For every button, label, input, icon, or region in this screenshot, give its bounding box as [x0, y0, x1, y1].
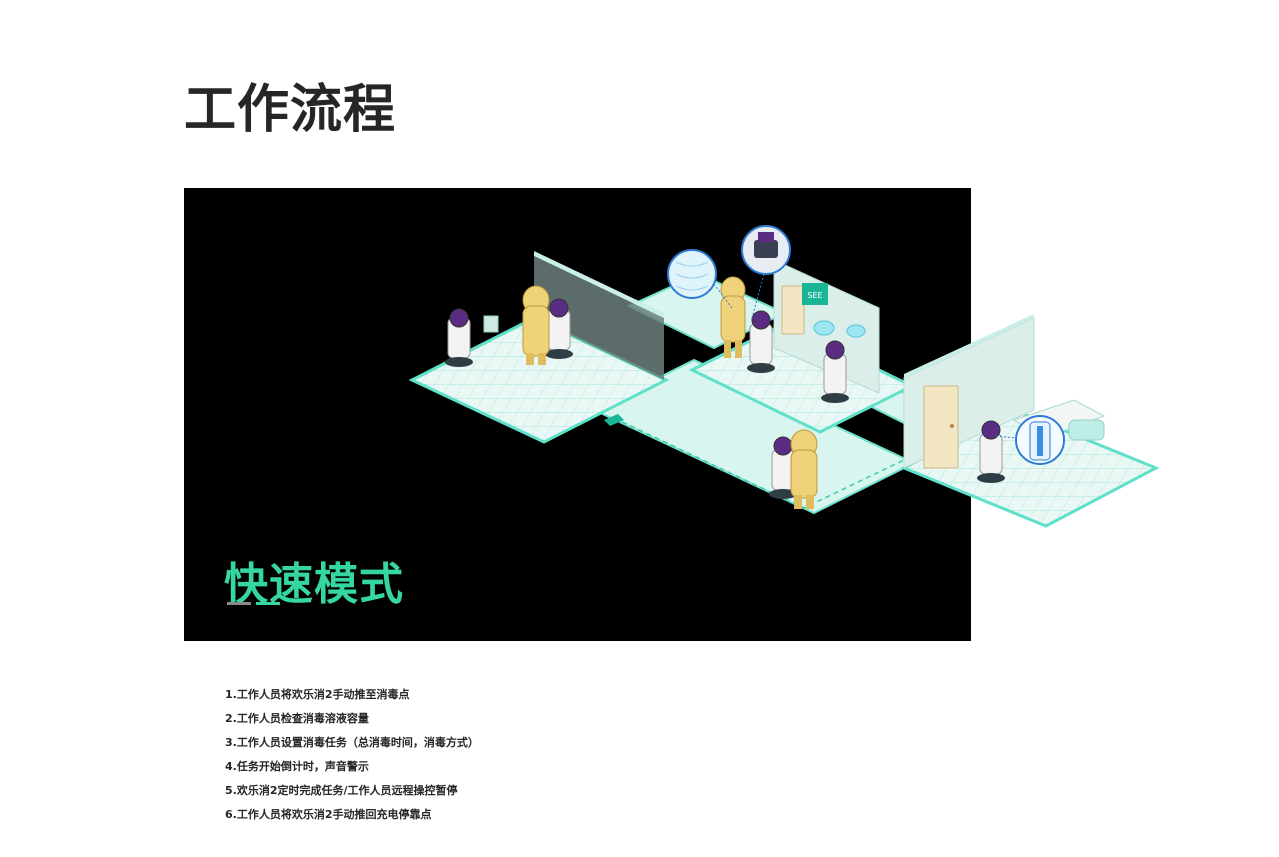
workflow-steps: 1.工作人员将欢乐消2手动推至消毒点 2.工作人员检查消毒溶液容量 3.工作人员… — [225, 683, 479, 827]
worker-icon — [790, 429, 818, 509]
step-item: 3.工作人员设置消毒任务（总消毒时间，消毒方式） — [225, 736, 479, 749]
step-item: 1.工作人员将欢乐消2手动推至消毒点 — [225, 688, 410, 701]
robot-icon — [545, 298, 573, 359]
label-underline-grey — [227, 602, 251, 605]
worker-icon — [720, 276, 746, 358]
worker-icon — [522, 285, 550, 365]
robot-icon — [445, 308, 473, 367]
isometric-scene: SEE — [408, 225, 1160, 528]
room-ward — [900, 314, 1160, 528]
room-entry — [408, 251, 670, 444]
mode-label: 快速模式 — [224, 559, 404, 610]
step-item: 5.欢乐消2定时完成任务/工作人员远程操控暂停 — [225, 784, 458, 797]
robot-icon — [821, 340, 849, 403]
uv-lamp-icon — [995, 415, 1065, 465]
robot-icon — [977, 420, 1005, 483]
label-underline-accent — [256, 602, 280, 605]
step-item: 2.工作人员检查消毒溶液容量 — [225, 712, 369, 725]
page-title: 工作流程 — [184, 80, 397, 140]
step-item: 4.任务开始倒计时，声音警示 — [225, 760, 369, 773]
svg-text:SEE: SEE — [807, 291, 822, 300]
workflow-illustration: SEE — [184, 188, 1160, 641]
step-item: 6.工作人员将欢乐消2手动推回充电停靠点 — [225, 808, 432, 821]
magnifier-callout-icon — [741, 225, 791, 319]
door-sign — [802, 283, 828, 305]
magnifier-callout-icon — [667, 249, 733, 309]
robot-icon — [747, 310, 775, 373]
arrow-icon — [604, 414, 624, 426]
room-disinfection: SEE — [688, 259, 916, 434]
